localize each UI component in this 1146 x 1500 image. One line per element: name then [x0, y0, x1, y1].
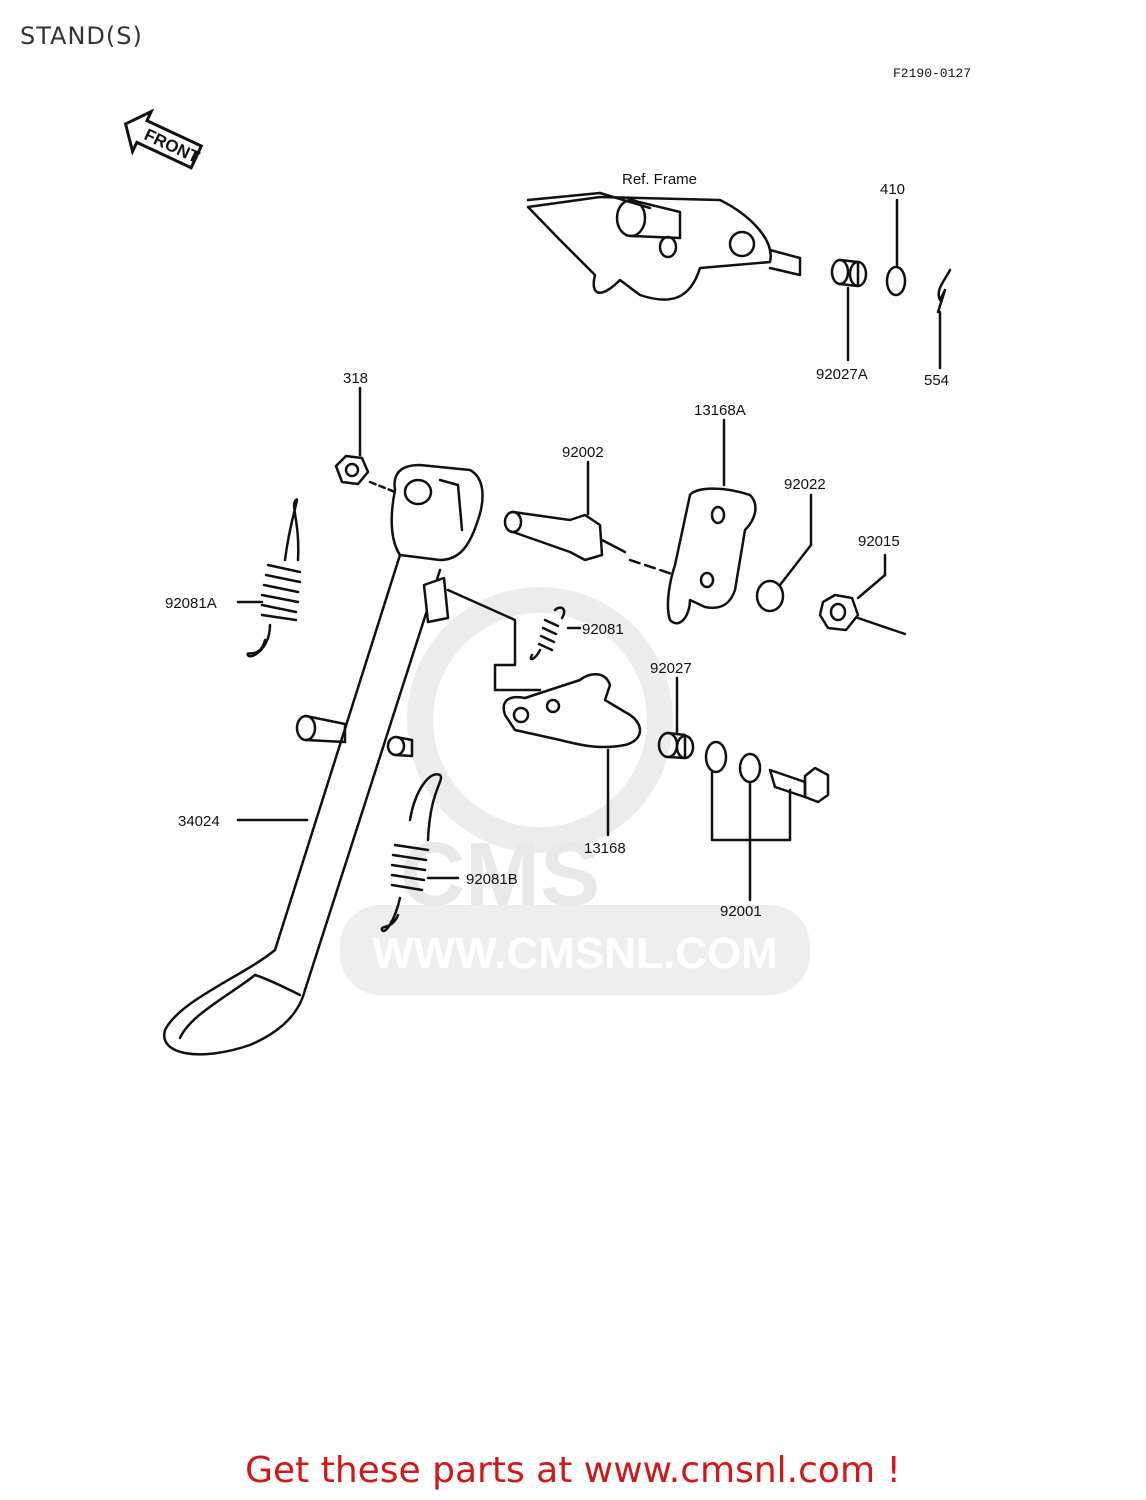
washer-410 — [885, 265, 907, 297]
spring-92081 — [529, 606, 566, 661]
page-title: STAND(S) — [20, 22, 143, 50]
stand-bushing — [422, 576, 450, 624]
part-label-92081: 92081 — [582, 621, 624, 638]
collar-92027 — [657, 731, 695, 760]
stand-pin-1 — [295, 714, 347, 744]
watermark-url: WWW.CMSNL.COM — [372, 929, 778, 978]
part-label-92015: 92015 — [858, 533, 900, 550]
nut-92015 — [818, 593, 860, 632]
part-label-92022: 92022 — [784, 476, 826, 493]
part-label-554: 554 — [924, 372, 949, 389]
clip-554 — [936, 268, 952, 314]
plate-13168a — [666, 487, 757, 625]
washer-92022 — [755, 579, 785, 613]
part-label-92081a: 92081A — [165, 595, 217, 612]
front-arrow-icon: FRONT — [123, 108, 204, 170]
part-label-92027: 92027 — [650, 660, 692, 677]
washer-92001-a — [704, 740, 728, 774]
part-label-92081b: 92081B — [466, 871, 518, 888]
stand-pin-2 — [386, 735, 414, 758]
part-label-92001: 92001 — [720, 903, 762, 920]
part-label-92027a: 92027A — [816, 366, 868, 383]
watermark-logo: CMS — [400, 825, 600, 925]
part-label-13168: 13168 — [584, 840, 626, 857]
shaft-92002 — [503, 510, 627, 562]
bolt — [768, 766, 830, 804]
nut-318 — [334, 454, 370, 486]
diagram-code: F2190-0127 — [893, 66, 971, 81]
collar-92027a — [830, 258, 868, 288]
ref-frame-label: Ref. Frame — [622, 171, 697, 188]
spring-92081a — [246, 498, 302, 658]
part-label-410: 410 — [880, 181, 905, 198]
washer-92001-b — [738, 752, 762, 784]
part-label-92002: 92002 — [562, 444, 604, 461]
side-stand-34024 — [163, 463, 484, 1056]
footer-promo-link[interactable]: Get these parts at www.cmsnl.com ! — [245, 1450, 901, 1491]
part-label-318: 318 — [343, 370, 368, 387]
watermark: CMS WWW.CMSNL.COM — [340, 587, 810, 995]
lever-13168 — [502, 673, 642, 749]
part-label-34024: 34024 — [178, 813, 220, 830]
spring-92081b — [380, 773, 443, 933]
part-label-13168a: 13168A — [694, 402, 746, 419]
ref-frame — [526, 191, 802, 301]
